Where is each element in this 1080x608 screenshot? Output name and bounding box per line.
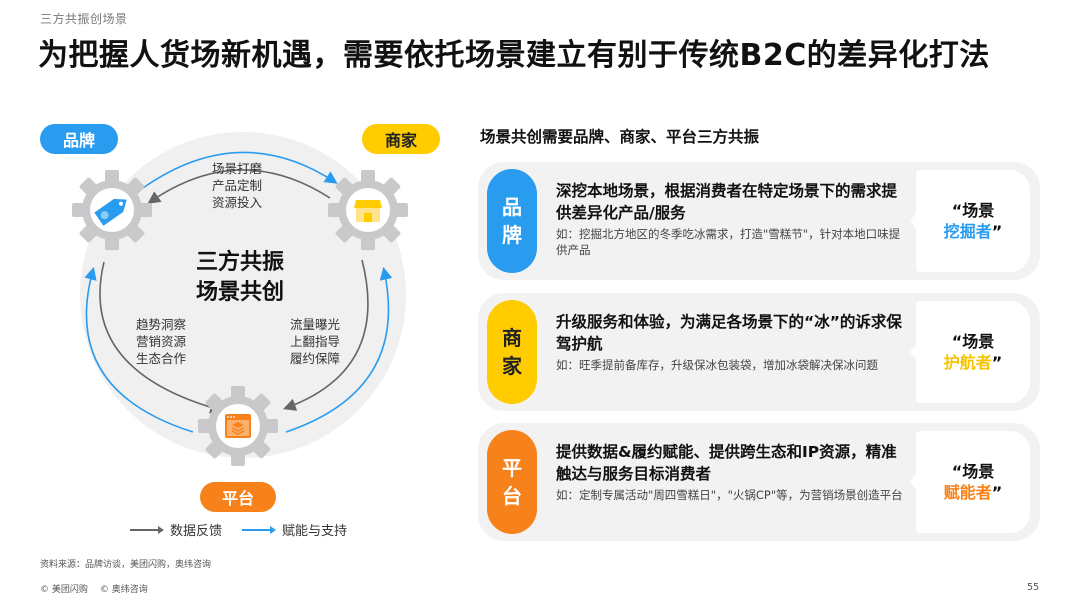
brand-gear bbox=[70, 168, 154, 252]
panel-heading: 场景共创需要品牌、商家、平台三方共振 bbox=[480, 128, 760, 146]
kicker: 三方共振创场景 bbox=[40, 12, 128, 26]
legend: 数据反馈 赋能与支持 bbox=[130, 520, 367, 539]
note-item: 场景打磨 bbox=[212, 161, 263, 176]
merchant-label: 商家 bbox=[362, 124, 440, 154]
blue-arrow-icon bbox=[242, 525, 277, 534]
brand-label: 品牌 bbox=[40, 124, 118, 154]
note-left: 趋势洞察 营销资源 生态合作 bbox=[136, 316, 186, 367]
role-line-2-wrap: 挖掘者” bbox=[944, 221, 1003, 242]
legend-item-empowerment: 赋能与支持 bbox=[242, 520, 347, 539]
center-line-1: 三方共振 bbox=[195, 250, 284, 275]
legend-label: 数据反馈 bbox=[170, 524, 223, 539]
copyright-meituan: © 美团闪购 bbox=[40, 585, 88, 595]
note-item: 趋势洞察 bbox=[136, 317, 187, 332]
center-line-2: 场景共创 bbox=[195, 280, 284, 305]
note-top: 场景打磨 产品定制 资源投入 bbox=[212, 160, 262, 211]
role-box: “场景 挖掘者” bbox=[910, 170, 1030, 272]
card-main-text: 深挖本地场景，根据消费者在特定场景下的需求提供差异化产品/服务 bbox=[556, 182, 898, 222]
card-tab-label: 商家 bbox=[502, 326, 522, 378]
source-note: 资料来源：品牌访谈，美团闪购，奥纬咨询 bbox=[40, 560, 212, 570]
card-tab: 品牌 bbox=[487, 169, 537, 273]
role-line-2-wrap: 护航者” bbox=[944, 352, 1003, 373]
platform-gear bbox=[196, 384, 280, 468]
center-title: 三方共振 场景共创 bbox=[170, 248, 310, 308]
card-example-text: 如：旺季提前备库存，升级保冰包装袋，增加冰袋解决保冰问题 bbox=[556, 358, 878, 372]
note-right: 流量曝光 上翻指导 履约保障 bbox=[290, 316, 340, 367]
role-line-1: “场景 bbox=[951, 332, 995, 351]
legend-label: 赋能与支持 bbox=[282, 524, 348, 539]
role-line-2: 挖掘者 bbox=[943, 222, 992, 241]
note-item: 营销资源 bbox=[136, 334, 187, 349]
cycle-arrows bbox=[84, 151, 393, 433]
copyright-oliver-wyman: © 奥纬咨询 bbox=[99, 585, 148, 595]
card-text: 深挖本地场景，根据消费者在特定场景下的需求提供差异化产品/服务 如：挖掘北方地区… bbox=[556, 180, 906, 258]
card-tab-label: 品牌 bbox=[502, 195, 522, 247]
note-item: 产品定制 bbox=[212, 178, 263, 193]
legend-item-data-feedback: 数据反馈 bbox=[130, 520, 222, 539]
storefront-icon bbox=[354, 200, 382, 222]
merchant-gear bbox=[326, 168, 410, 252]
card-example-text: 如：挖掘北方地区的冬季吃冰需求，打造"雪糕节"，针对本地口味提供产品 bbox=[556, 227, 901, 257]
role-line-1: “场景 bbox=[951, 201, 995, 220]
card-tab: 商家 bbox=[487, 300, 537, 404]
layers-window-icon bbox=[225, 414, 251, 438]
note-item: 生态合作 bbox=[136, 351, 187, 366]
note-item: 履约保障 bbox=[290, 351, 341, 366]
page-number: 55 bbox=[1027, 582, 1040, 593]
role-close-quote: ” bbox=[991, 483, 1003, 502]
card-example-text: 如：定制专属活动"周四雪糕日"，"火锅CP"等，为营销场景创造平台 bbox=[556, 488, 903, 502]
role-line-1: “场景 bbox=[951, 462, 995, 481]
price-tag-icon bbox=[94, 198, 127, 226]
role-line-2: 赋能者 bbox=[943, 483, 992, 502]
role-close-quote: ” bbox=[991, 222, 1003, 241]
note-item: 上翻指导 bbox=[290, 334, 341, 349]
card-main-text: 升级服务和体验，为满足各场景下的“冰”的诉求保驾护航 bbox=[556, 313, 902, 353]
role-box: “场景 赋能者” bbox=[910, 431, 1030, 533]
card-text: 升级服务和体验，为满足各场景下的“冰”的诉求保驾护航 如：旺季提前备库存，升级保… bbox=[556, 311, 906, 373]
card-main-text: 提供数据&履约赋能、提供跨生态和IP资源，精准触达与服务目标消费者 bbox=[556, 443, 897, 483]
note-item: 流量曝光 bbox=[290, 317, 341, 332]
card-tab-label: 平台 bbox=[502, 456, 522, 508]
card-brand: 品牌 深挖本地场景，根据消费者在特定场景下的需求提供差异化产品/服务 如：挖掘北… bbox=[478, 162, 1040, 280]
role-line-2-wrap: 赋能者” bbox=[944, 482, 1003, 503]
resonance-diagram: 品牌 商家 平台 三方共振 场景共创 场景打磨 产品定制 资源投入 趋势洞察 营… bbox=[0, 110, 460, 550]
role-box: “场景 护航者” bbox=[910, 301, 1030, 403]
page-title: 为把握人货场新机遇，需要依托场景建立有别于传统B2C的差异化打法 bbox=[38, 38, 990, 73]
card-tab: 平台 bbox=[487, 430, 537, 534]
platform-label: 平台 bbox=[200, 482, 276, 512]
copyright: © 美团闪购 © 奥纬咨询 bbox=[40, 582, 148, 595]
note-item: 资源投入 bbox=[212, 195, 263, 210]
card-text: 提供数据&履约赋能、提供跨生态和IP资源，精准触达与服务目标消费者 如：定制专属… bbox=[556, 441, 906, 503]
card-merchant: 商家 升级服务和体验，为满足各场景下的“冰”的诉求保驾护航 如：旺季提前备库存，… bbox=[478, 293, 1040, 411]
gray-arrow-icon bbox=[130, 525, 164, 534]
role-close-quote: ” bbox=[991, 353, 1003, 372]
card-platform: 平台 提供数据&履约赋能、提供跨生态和IP资源，精准触达与服务目标消费者 如：定… bbox=[478, 423, 1040, 541]
role-line-2: 护航者 bbox=[943, 353, 992, 372]
